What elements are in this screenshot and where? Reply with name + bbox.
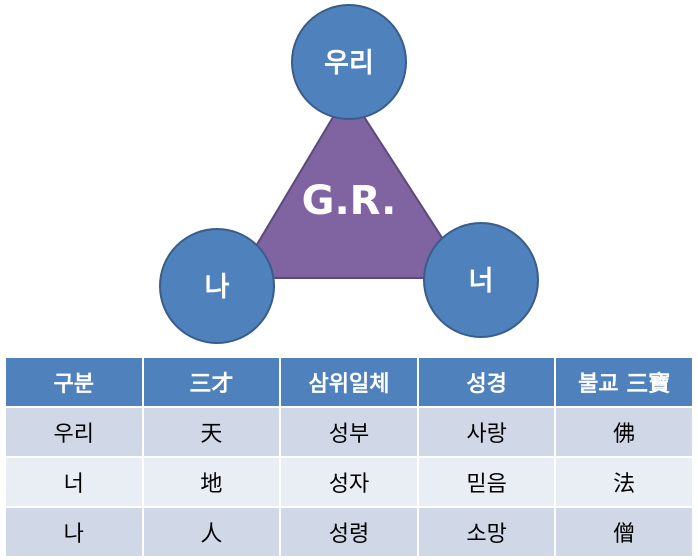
- table-cell: 나: [4, 506, 144, 558]
- table-header-row: 구분 三才 삼위일체 성경 불교 三寶: [4, 356, 694, 408]
- node-left-label: 나: [205, 272, 230, 303]
- table-cell: 성부: [279, 406, 419, 458]
- header-cell: 구분: [4, 356, 144, 408]
- table-cell: 地: [141, 456, 282, 508]
- header-cell: 성경: [416, 356, 557, 408]
- table-row: 나 人 성령 소망 僧: [4, 506, 694, 558]
- table-cell: 僧: [554, 506, 694, 558]
- table-row: 너 地 성자 믿음 法: [4, 456, 694, 508]
- header-cell: 불교 三寶: [554, 356, 694, 408]
- table-cell: 佛: [554, 406, 694, 458]
- gr-center-label: G.R.: [302, 178, 397, 224]
- node-left-circle: [159, 228, 275, 344]
- table-cell: 너: [4, 456, 144, 508]
- comparison-table: 구분 三才 삼위일체 성경 불교 三寶 우리 天 성부 사랑 佛 너 地 성자 …: [4, 356, 694, 558]
- node-top-circle: [291, 4, 407, 120]
- table-row: 우리 天 성부 사랑 佛: [4, 406, 694, 458]
- header-cell: 三才: [141, 356, 282, 408]
- table-cell: 믿음: [416, 456, 557, 508]
- table-cell: 성자: [279, 456, 419, 508]
- table-cell: 사랑: [416, 406, 557, 458]
- table-cell: 人: [141, 506, 282, 558]
- gr-triangle-diagram: G.R. 우리 나 너: [159, 4, 539, 344]
- table-cell: 天: [141, 406, 282, 458]
- table-cell: 성령: [279, 506, 419, 558]
- table-cell: 소망: [416, 506, 557, 558]
- node-right-circle: [423, 222, 539, 338]
- table-cell: 法: [554, 456, 694, 508]
- header-cell: 삼위일체: [279, 356, 419, 408]
- table-cell: 우리: [4, 406, 144, 458]
- node-right-label: 너: [469, 266, 494, 297]
- node-top-label: 우리: [324, 48, 374, 79]
- gr-triangle: [235, 90, 470, 279]
